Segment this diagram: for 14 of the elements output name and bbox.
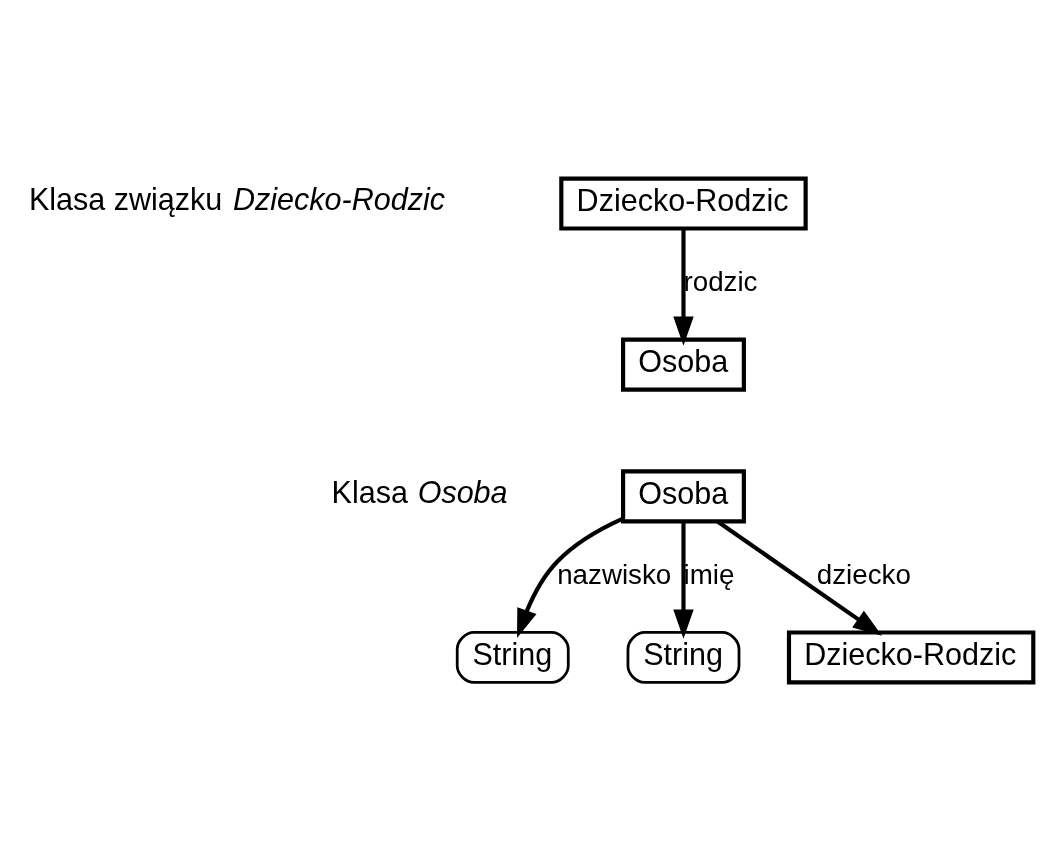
node-box: String <box>455 630 570 684</box>
arrow <box>517 516 624 638</box>
edge-label: dziecko <box>816 558 911 590</box>
label: Klasa Osoba <box>331 474 508 509</box>
node-box: Osoba <box>621 468 746 523</box>
arrow <box>673 228 694 346</box>
label: Klasa związku Dziecko-Rodzic <box>28 181 446 216</box>
node-box: Osoba <box>621 337 746 392</box>
node-box: Dziecko-Rodzic <box>786 629 1036 685</box>
node-box: String <box>626 630 741 684</box>
arrow <box>716 519 882 636</box>
arrow <box>673 521 694 639</box>
edge-label: nazwisko <box>557 558 672 590</box>
node-box: Dziecko-Rodzic <box>559 175 808 231</box>
